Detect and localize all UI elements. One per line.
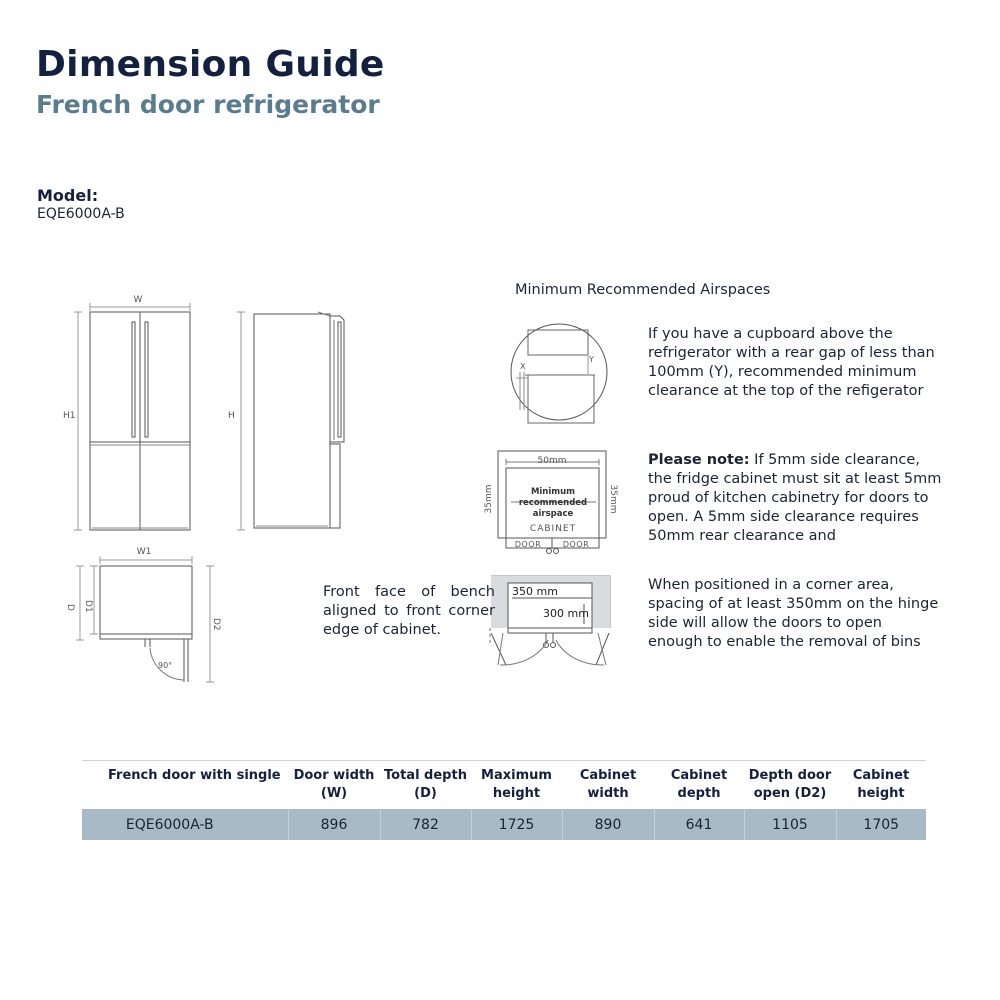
table-cell: 1105	[743, 809, 836, 840]
label-d2: D2	[211, 618, 221, 631]
corner-note: When positioned in a corner area, spacin…	[648, 577, 939, 650]
page-subtitle: French door refrigerator	[36, 90, 380, 119]
table-cell: 890	[561, 809, 654, 840]
table-cell: 1705	[835, 809, 926, 840]
cupboard-note: If you have a cupboard above the refrige…	[648, 326, 935, 399]
label-w1: W1	[137, 547, 152, 557]
label-y: Y	[588, 355, 594, 364]
side-view-diagram	[237, 311, 345, 531]
side-clearance-note: Please note: If 5mm side clearance, the …	[648, 451, 948, 546]
table-cell: 641	[653, 809, 744, 840]
label-corner-gap: 350 mm	[512, 585, 558, 598]
table-cell: 1725	[470, 809, 562, 840]
table-cell: EQE6000A-B	[82, 809, 288, 840]
table-header-cell: Cabinet height	[836, 760, 926, 809]
table-header-cell: Total depth (D)	[380, 760, 471, 809]
label-d1: D1	[83, 600, 93, 613]
label-x: X	[520, 362, 526, 371]
side-clearance-note-text: If 5mm side clearance, the fridge cabine…	[648, 452, 942, 544]
table-header-cell: Door width (W)	[288, 760, 380, 809]
front-view-diagram	[74, 303, 191, 531]
cupboard-clearance-diagram	[510, 323, 608, 424]
table-cell: 782	[379, 809, 471, 840]
label-angle: 90°	[158, 661, 172, 670]
label-door-right: DOOR	[563, 540, 589, 549]
table-cell: 896	[287, 809, 380, 840]
table-header-cell: Cabinet depth	[654, 760, 744, 809]
bench-note: Front face of bench aligned to front cor…	[323, 584, 495, 638]
label-d: D	[65, 604, 75, 611]
model-value: EQE6000A-B	[37, 206, 125, 222]
label-door-gap: 300 mm	[543, 607, 589, 620]
table-header-cell: Cabinet width	[562, 760, 654, 809]
table-header-cell: Depth door open (D2)	[744, 760, 836, 809]
table-header-cell: Maximum height	[471, 760, 562, 809]
label-h1: H1	[63, 411, 76, 421]
label-w: W	[134, 295, 143, 305]
label-door-left: DOOR	[515, 540, 541, 549]
label-h: H	[228, 411, 235, 421]
table-header-cell: French door with single	[82, 760, 288, 809]
label-top-gap: 50mm	[538, 456, 567, 466]
label-left-gap: 35mm	[484, 485, 494, 514]
corner-placement-diagram	[489, 575, 611, 666]
label-cabinet: CABINET	[530, 524, 576, 534]
page-title: Dimension Guide	[36, 44, 385, 85]
label-right-gap: 35mm	[608, 485, 618, 514]
model-label: Model:	[37, 186, 99, 205]
note-label: Please note:	[648, 452, 750, 468]
airspaces-title: Minimum Recommended Airspaces	[515, 282, 771, 298]
plan-view-diagram	[76, 556, 214, 683]
side-clearance-diagram	[497, 450, 607, 554]
